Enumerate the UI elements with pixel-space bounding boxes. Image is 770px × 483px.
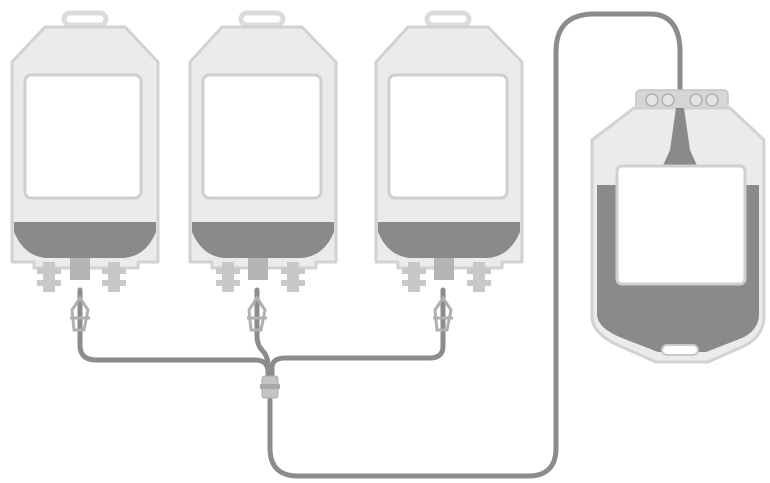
roller-clamp — [433, 295, 453, 332]
tube-bag1-to-connector — [77, 287, 271, 381]
port-right-cap — [281, 268, 305, 274]
port-left-cap-2 — [216, 280, 240, 286]
port-right-cap — [467, 268, 491, 274]
port-assembly — [37, 258, 126, 292]
y-connector-band — [260, 384, 280, 389]
roller-clamp — [247, 295, 267, 332]
primary-bag — [590, 89, 766, 364]
port-right-cap-2 — [102, 280, 126, 286]
tube-main-line — [267, 11, 683, 479]
tube-bag3-to-connector — [269, 287, 446, 381]
port-center — [434, 258, 454, 280]
hang-slot — [661, 344, 699, 356]
port-center — [248, 258, 268, 280]
port-left — [222, 262, 234, 292]
satellite-bag-3 — [374, 10, 524, 332]
blood-fill — [378, 222, 520, 258]
blood-fill — [14, 222, 156, 258]
port-right — [473, 262, 485, 292]
tubing-network — [77, 11, 683, 479]
hang-tab — [238, 10, 286, 28]
port-assembly — [216, 258, 305, 292]
port-left — [43, 262, 55, 292]
port-cap-2 — [661, 93, 675, 107]
port-left-cap — [37, 268, 61, 274]
port-right-cap-2 — [281, 280, 305, 286]
port-center — [70, 258, 90, 280]
inlet-funnel — [660, 108, 700, 172]
satellite-bag-1 — [10, 10, 160, 332]
bag-label — [615, 164, 747, 286]
hang-tab — [424, 10, 472, 28]
port-right-cap — [102, 268, 126, 274]
port-right — [108, 262, 120, 292]
port-right-cap-2 — [467, 280, 491, 286]
port-cap-3 — [689, 93, 703, 107]
port-cap-4 — [705, 93, 719, 107]
port-left-cap-2 — [402, 280, 426, 286]
y-connector — [260, 375, 280, 399]
hang-tab — [61, 10, 109, 28]
port-assembly — [402, 258, 491, 292]
port-right — [287, 262, 299, 292]
bag-label — [201, 73, 323, 200]
port-left — [408, 262, 420, 292]
port-cap-1 — [645, 93, 659, 107]
bag-label — [387, 73, 509, 200]
port-left-cap — [216, 268, 240, 274]
blood-fill — [192, 222, 334, 258]
bag-label — [23, 73, 143, 200]
port-left-cap-2 — [37, 280, 61, 286]
satellite-bag-2 — [188, 10, 338, 332]
primary-port-header — [635, 89, 729, 111]
port-left-cap — [402, 268, 426, 274]
tube-bag2-to-connector — [254, 287, 271, 381]
roller-clamp — [70, 295, 90, 332]
